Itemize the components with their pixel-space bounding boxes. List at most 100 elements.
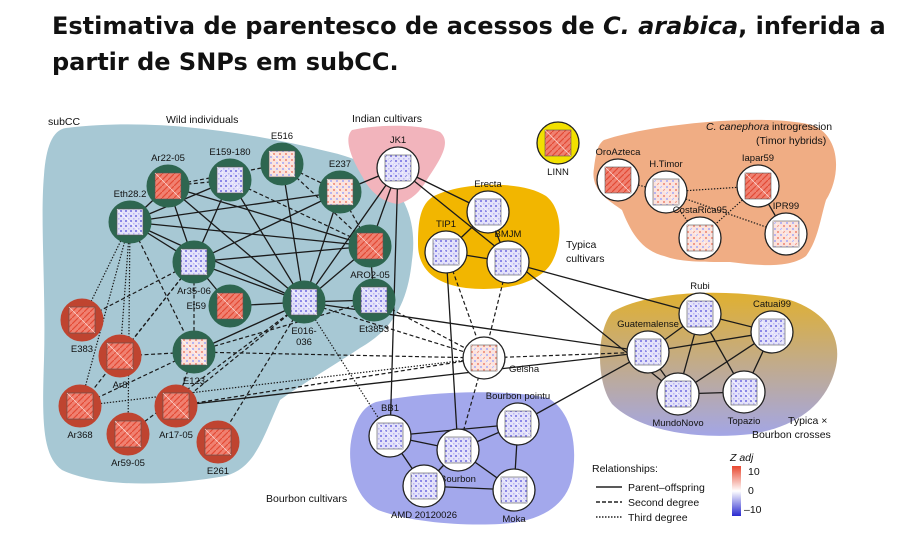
title-suffix: , inferida a partir de SNPs em subCC. xyxy=(52,12,886,76)
group-labels: subCC Wild individuals Indian cultivars … xyxy=(48,113,832,505)
edge-ar368-geisha xyxy=(79,357,485,407)
heatmap-diagonal xyxy=(290,288,318,316)
legend: Relationships: Parent–offspring Second d… xyxy=(592,452,762,524)
legend-label-third-degree: Third degree xyxy=(628,512,688,524)
node-aro2-05[interactable]: ARO2-05 xyxy=(348,224,392,281)
edge-ar22-05-aro2-05 xyxy=(167,185,371,247)
node-e016[interactable]: E016-036 xyxy=(282,280,326,348)
node-e237[interactable]: E237 xyxy=(318,159,362,214)
node-label: E261 xyxy=(207,466,229,477)
node-label: JK1 xyxy=(390,135,406,146)
edge-bmjm-rubi xyxy=(507,261,701,315)
node-label: Ar17-05 xyxy=(159,430,193,441)
node-ar35-06[interactable]: Ar35-06 xyxy=(172,240,216,297)
node-amd[interactable]: AMD 20120026 xyxy=(391,464,457,521)
heatmap-diagonal xyxy=(730,378,758,406)
edge-ar35-06-ar368 xyxy=(79,261,195,407)
node-label: Et59 xyxy=(186,301,206,312)
scale-tick-mid: 0 xyxy=(748,485,754,497)
node-label: Erecta xyxy=(474,179,502,190)
heatmap-diagonal xyxy=(758,318,786,346)
node-moka[interactable]: Moka xyxy=(492,468,536,525)
edge-et3853-e123 xyxy=(193,299,375,353)
node-costarica95[interactable]: CostaRica95 xyxy=(673,205,727,260)
node-ar59-05[interactable]: Ar59-05 xyxy=(106,412,150,469)
node-e261[interactable]: E261 xyxy=(196,420,240,477)
edge-e237-ar35-06 xyxy=(193,191,341,263)
edge-e016-ar17-05 xyxy=(175,301,305,407)
node-ar368[interactable]: Ar368 xyxy=(58,384,102,441)
node-label: CostaRica95 xyxy=(673,205,727,216)
node-guatemalense[interactable]: Guatemalense xyxy=(617,319,679,374)
edge-e016-jk1 xyxy=(303,167,399,303)
edge-tip1-bourbon xyxy=(445,251,459,451)
title-species: C. arabica xyxy=(603,12,739,40)
node-linn[interactable]: LINN xyxy=(536,121,580,178)
node-h-timor[interactable]: H.Timor xyxy=(644,159,688,214)
node-label: Rubi xyxy=(690,281,710,292)
node-e123[interactable]: E123 xyxy=(172,330,216,387)
node-bmjm[interactable]: BMJM xyxy=(486,229,530,284)
node-label: LINN xyxy=(547,167,569,178)
label-typica-1: Typica xyxy=(566,239,597,251)
scale-tick-bottom: –10 xyxy=(744,504,762,516)
node-label: Topazio xyxy=(728,416,761,427)
node-erecta[interactable]: Erecta xyxy=(466,179,510,234)
node-label: Bourbon xyxy=(440,474,476,485)
node-label: ARO2-05 xyxy=(350,270,390,281)
node-jk1[interactable]: JK1 xyxy=(376,135,420,190)
node-e516[interactable]: E516 xyxy=(260,131,304,186)
node-bourbon[interactable]: Bourbon xyxy=(436,428,480,485)
node-eth28-2[interactable]: Eth28.2 xyxy=(108,189,152,244)
node-et3853[interactable]: Et3853 xyxy=(352,278,396,335)
edge-e237-eth28-2 xyxy=(129,191,341,223)
node-geisha[interactable]: Geisha xyxy=(462,336,540,380)
scale-tick-top: 10 xyxy=(748,466,760,478)
node-label-line2: 036 xyxy=(296,337,312,348)
node-label: Et3853 xyxy=(359,324,389,335)
node-label: IPR99 xyxy=(773,201,799,212)
node-rubi[interactable]: Rubi xyxy=(678,281,722,336)
node-label: MundoNovo xyxy=(652,418,703,429)
node-label: Ar35-06 xyxy=(177,286,211,297)
node-label: TIP1 xyxy=(436,219,456,230)
label-subcc: subCC xyxy=(48,116,81,128)
label-bourbon-cultivars: Bourbon cultivars xyxy=(266,493,347,505)
heatmap-diagonal xyxy=(68,306,96,334)
node-iapar59[interactable]: Iapar59 xyxy=(736,153,780,208)
heatmap-diagonal xyxy=(204,428,232,456)
node-label: Ar59-05 xyxy=(111,458,145,469)
node-bourbonpointu[interactable]: Bourbon pointu xyxy=(486,391,550,446)
node-ar22-05[interactable]: Ar22-05 xyxy=(146,153,190,208)
heatmap-diagonal xyxy=(432,238,460,266)
node-et59[interactable]: Et59 xyxy=(186,284,252,328)
heatmap-diagonal xyxy=(772,220,800,248)
edge-e016-e261 xyxy=(217,301,305,443)
edge-oroazteca-h-timor xyxy=(617,179,667,193)
node-ar17-05[interactable]: Ar17-05 xyxy=(154,384,198,441)
heatmap-diagonal xyxy=(106,342,134,370)
heatmap-diagonal xyxy=(494,248,522,276)
node-topazio[interactable]: Topazio xyxy=(722,370,766,427)
node-label: E383 xyxy=(71,344,93,355)
legend-label-parent-offspring: Parent–offspring xyxy=(628,482,705,494)
label-crosses-2: Bourbon crosses xyxy=(752,429,831,441)
heatmap-diagonal xyxy=(360,286,388,314)
heatmap-diagonal xyxy=(180,338,208,366)
node-mundonovo[interactable]: MundoNovo xyxy=(652,372,704,429)
edge-eth28-2-aro2-05 xyxy=(129,221,371,247)
node-label: E516 xyxy=(271,131,293,142)
edge-eth28-2-e123 xyxy=(129,221,195,353)
heatmap-diagonal xyxy=(500,476,528,504)
node-catuai99[interactable]: Catuai99 xyxy=(750,299,794,354)
node-ipr99[interactable]: IPR99 xyxy=(764,201,808,256)
node-oroazteca[interactable]: OroAzteca xyxy=(596,147,642,202)
node-e159-180[interactable]: E159-180 xyxy=(208,147,252,202)
node-ar8[interactable]: Ar8 xyxy=(98,334,142,391)
node-label: Ar368 xyxy=(67,430,92,441)
node-bb1[interactable]: BB1 xyxy=(368,403,412,458)
node-label: E159-180 xyxy=(209,147,250,158)
node-e383[interactable]: E383 xyxy=(60,298,104,355)
node-tip1[interactable]: TIP1 xyxy=(424,219,468,274)
node-label: E237 xyxy=(329,159,351,170)
